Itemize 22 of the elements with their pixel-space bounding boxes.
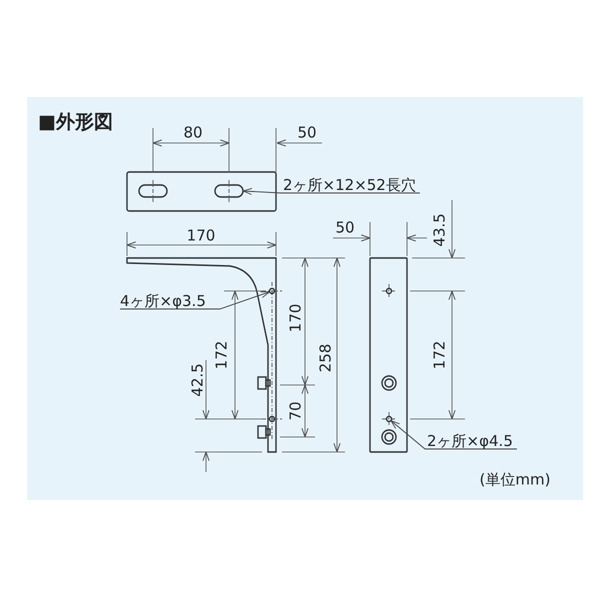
leader-line (242, 188, 420, 195)
dimension-value: 50 (297, 126, 317, 140)
dimension-value: 42.5 (190, 363, 206, 397)
title: ■外形図 (38, 113, 113, 132)
slot (214, 184, 244, 198)
hole (268, 288, 276, 294)
dimension-value: 258 (318, 344, 334, 372)
callout-text: 2ヶ所×φ4.5 (427, 434, 513, 449)
dimension-value: 70 (288, 401, 304, 421)
dimension-value: 170 (186, 228, 216, 244)
dimension-value: 43.5 (432, 213, 448, 247)
hole (386, 416, 392, 422)
callout-text: 4ヶ所×φ3.5 (120, 294, 206, 309)
dimension-value: 172 (432, 340, 448, 370)
dimension-value: 50 (335, 220, 355, 236)
leader-line (390, 420, 518, 450)
dimension-value: 172 (214, 340, 230, 370)
dimension-value: 170 (288, 304, 304, 332)
unit-note: (単位mm) (480, 472, 550, 488)
dimension-value: 80 (183, 126, 203, 140)
callout-text: 2ヶ所×12×52長穴 (283, 178, 416, 193)
leader-line (120, 291, 270, 310)
